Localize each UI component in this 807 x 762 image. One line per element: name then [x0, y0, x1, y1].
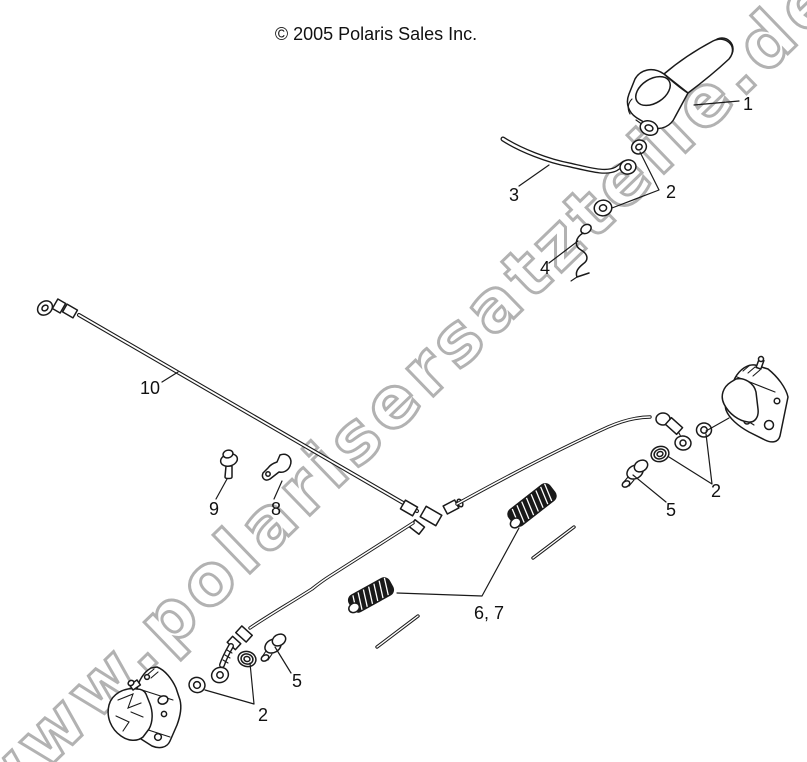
leader-brake-line [161, 371, 179, 383]
washers-left [188, 650, 257, 694]
copyright-text: © 2005 Polaris Sales Inc. [275, 24, 477, 44]
leader-washers-upper [611, 151, 660, 209]
callout-washers-left: 2 [258, 705, 268, 725]
screw-9 [219, 449, 239, 480]
pin-lower [375, 614, 420, 649]
brake-hose-upper [500, 136, 637, 175]
leader-line-clamp [273, 480, 283, 500]
brake-line-10 [36, 298, 419, 513]
leader-brake-hose-upper [518, 164, 550, 187]
spring-upper [507, 483, 557, 529]
leader-washers-left [204, 662, 255, 705]
washers-right [650, 422, 713, 463]
leader-master-cylinder [693, 100, 740, 106]
callout-master-cylinder: 1 [743, 94, 753, 114]
callout-clamp-upper: 4 [540, 258, 550, 278]
pin-upper [531, 525, 576, 560]
leader-washers-right [668, 433, 713, 485]
callout-washers-upper: 2 [666, 182, 676, 202]
banjo-bolt-right [621, 459, 649, 488]
master-cylinder-assembly [626, 37, 734, 137]
callout-spring-and-pin: 6, 7 [474, 603, 504, 623]
banjo-bolt-left [260, 633, 287, 662]
caliper-left [107, 666, 182, 749]
leader-banjo-bolt-left [274, 646, 292, 674]
leader-banjo-bolt-right [632, 474, 667, 503]
callout-line-clamp: 8 [271, 499, 281, 519]
leader-spring-and-pin [396, 527, 520, 597]
line-clamp-8 [261, 453, 292, 481]
brake-line-left-branch [210, 521, 415, 684]
leader-screw [215, 478, 228, 500]
callout-banjo-bolt-right: 5 [666, 500, 676, 520]
brake-line-right-branch [455, 412, 692, 506]
callout-brake-hose-upper: 3 [509, 185, 519, 205]
callout-brake-line: 10 [140, 378, 160, 398]
leader-clamp-upper [548, 240, 579, 264]
caliper-right [705, 355, 789, 443]
callout-banjo-bolt-left: 5 [292, 671, 302, 691]
washers-upper [593, 139, 648, 217]
callout-layer: 1 2 3 4 2 5 10 9 8 6, 7 5 2 [140, 94, 753, 725]
spring-lower [347, 577, 395, 614]
tee-fitting [399, 498, 464, 535]
callout-screw: 9 [209, 499, 219, 519]
callout-washers-right: 2 [711, 481, 721, 501]
